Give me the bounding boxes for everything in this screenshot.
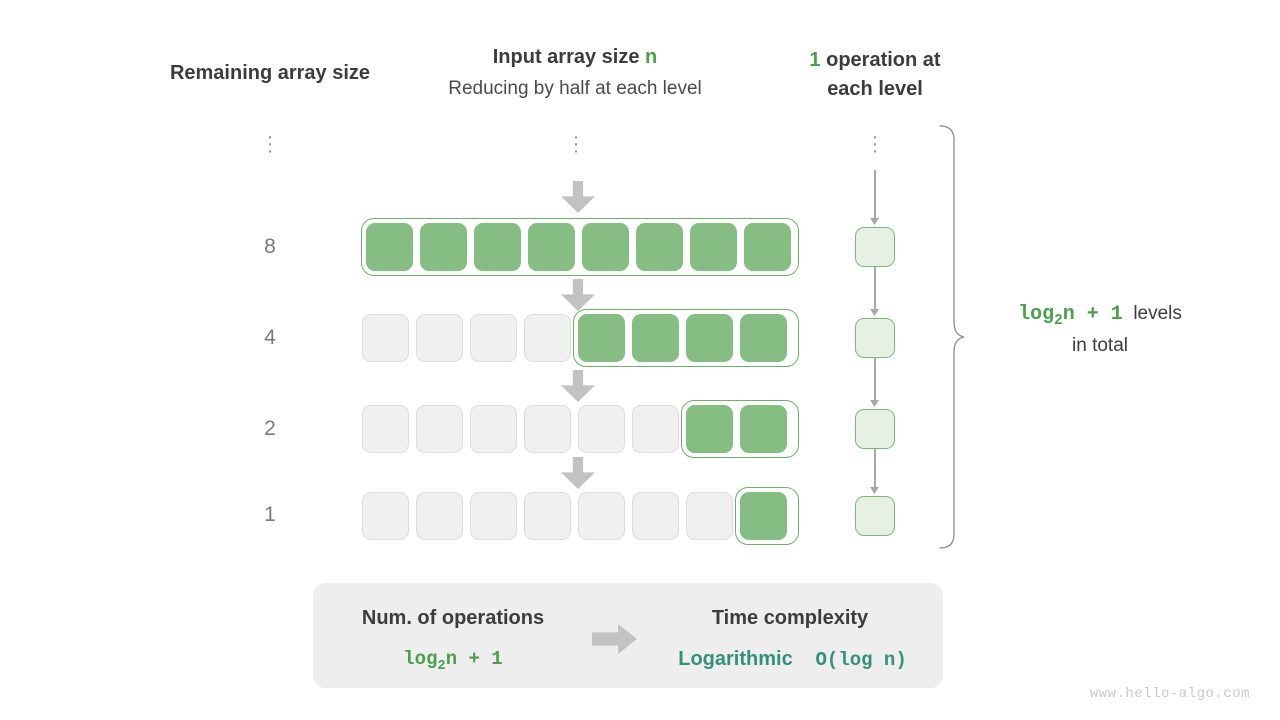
header-remaining-array-size: Remaining array size: [169, 62, 371, 84]
array-cell-filled: [420, 223, 467, 271]
array-cell-filled: [474, 223, 521, 271]
array-cell-filled: [740, 314, 787, 362]
dot-2: ·: [572, 132, 580, 155]
header-input-label: Input array size: [492, 46, 646, 68]
arrow-tip-icon-2: [870, 400, 879, 407]
arrow-tip-icon-1: [870, 309, 879, 316]
dot-2: ·: [266, 132, 274, 155]
header-operations-per-level: 1 operation at each level: [740, 46, 1010, 104]
summary-complexity-value: Logarithmic O(log n): [650, 648, 935, 671]
header-input-subtitle: Reducing by half at each level: [448, 78, 702, 99]
row-label-ellipsis: · · ·: [240, 125, 300, 162]
dot-3: ·: [871, 139, 879, 162]
levels-in-total: in total: [1072, 334, 1128, 356]
levels-word: levels: [1133, 303, 1182, 324]
arrow-down-icon-1: [561, 279, 595, 311]
highlight-outline-2: [681, 400, 799, 458]
array-cell-empty: [416, 314, 463, 362]
array-cell-filled: [578, 314, 625, 362]
row-label-4: 4: [264, 326, 276, 349]
array-cell-empty: [470, 492, 517, 540]
array-row-2: [360, 400, 800, 458]
array-cell-filled: [740, 405, 787, 453]
array-cell-empty: [470, 405, 517, 453]
levels-formula: log2n + 1: [1018, 303, 1123, 329]
dot-3: ·: [572, 139, 580, 162]
array-cell-filled: [582, 223, 629, 271]
array-cell-empty: [632, 405, 679, 453]
header-input-array-size: Input array size n: [355, 46, 795, 69]
row-label-8: 8: [264, 235, 276, 258]
array-cell-empty: [524, 314, 571, 362]
summary-operations-title: Num. of operations: [361, 607, 545, 629]
array-cell-filled: [744, 223, 791, 271]
array-row-8: [360, 218, 800, 276]
summary-complexity-title: Time complexity: [711, 607, 869, 629]
highlight-outline-4: [573, 309, 799, 367]
array-cell-empty: [416, 492, 463, 540]
summary-operations-value: log2n + 1: [403, 648, 503, 674]
array-cell-empty: [578, 492, 625, 540]
array-cell-empty: [578, 405, 625, 453]
arrow-tip-icon-0: [870, 218, 879, 225]
array-cell-empty: [362, 314, 409, 362]
complexity-word: Logarithmic: [678, 648, 793, 670]
row-label-2: 2: [264, 417, 276, 440]
header-ops-line1: operation at: [820, 49, 941, 71]
array-cell-filled: [632, 314, 679, 362]
array-cell-filled: [528, 223, 575, 271]
array-cell-filled: [686, 405, 733, 453]
array-cell-filled: [690, 223, 737, 271]
dot-1: ·: [266, 125, 274, 148]
arrow-down-icon-0: [561, 181, 595, 213]
array-cell-empty: [524, 405, 571, 453]
operation-connector-0: [874, 170, 876, 222]
array-cell-empty: [362, 492, 409, 540]
highlight-outline-1: [735, 487, 799, 545]
array-row-1: [360, 487, 800, 545]
highlight-outline-8: [361, 218, 799, 276]
array-cell-filled: [366, 223, 413, 271]
arrow-tip-icon-3: [870, 487, 879, 494]
operation-column-ellipsis: · · ·: [845, 125, 905, 162]
operation-box-3: [855, 409, 895, 449]
operation-box-4: [855, 496, 895, 536]
dot-2: ·: [871, 132, 879, 155]
dot-1: ·: [871, 125, 879, 148]
watermark: www.hello-algo.com: [1089, 686, 1250, 702]
levels-brace: [939, 125, 965, 549]
array-cell-empty: [416, 405, 463, 453]
array-column-ellipsis: · · ·: [546, 125, 606, 162]
array-row-4: [360, 309, 800, 367]
header-ops-line2: each level: [827, 78, 923, 100]
operation-connector-1: [874, 267, 876, 312]
array-cell-empty: [524, 492, 571, 540]
dot-3: ·: [266, 139, 274, 162]
array-cell-empty: [686, 492, 733, 540]
operation-box-2: [855, 318, 895, 358]
arrow-down-icon-3: [561, 457, 595, 489]
complexity-notation: O(log n): [815, 649, 907, 671]
operation-connector-2: [874, 358, 876, 403]
array-cell-empty: [362, 405, 409, 453]
array-cell-empty: [632, 492, 679, 540]
array-cell-filled: [740, 492, 787, 540]
header-input-variable: n: [645, 46, 658, 68]
arrow-down-icon-2: [561, 370, 595, 402]
dot-1: ·: [572, 125, 580, 148]
operation-box-1: [855, 227, 895, 267]
array-cell-empty: [470, 314, 517, 362]
operation-connector-3: [874, 449, 876, 490]
levels-total-label: log2n + 1 levels in total: [975, 300, 1225, 359]
header-ops-count: 1: [809, 49, 821, 71]
array-cell-filled: [686, 314, 733, 362]
row-label-1: 1: [264, 503, 276, 526]
array-cell-filled: [636, 223, 683, 271]
